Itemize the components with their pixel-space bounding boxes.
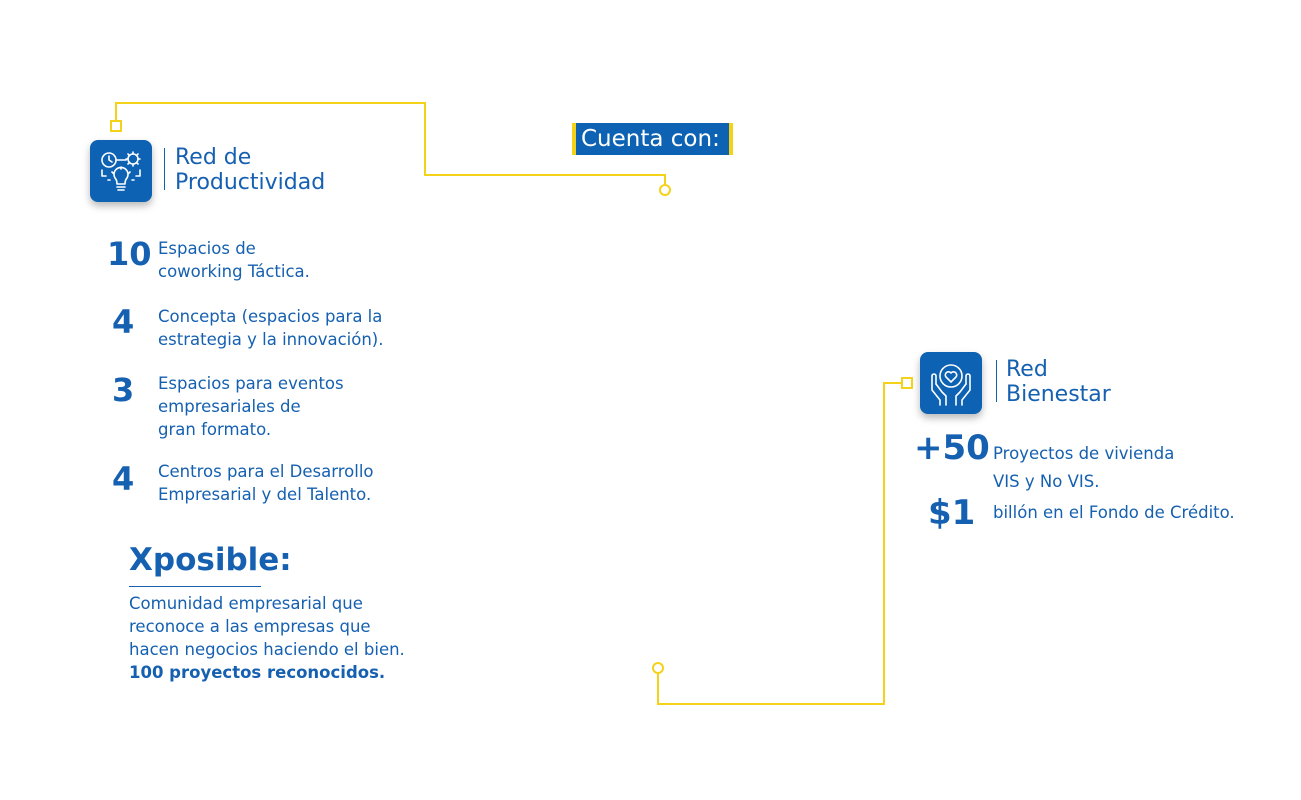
gear-lightbulb-icon (101, 151, 141, 191)
stat-description: Espacios para eventos empresariales de g… (158, 372, 344, 441)
stat-description: Centros para el Desarrollo Empresarial y… (158, 460, 374, 506)
xposible-highlight: 100 proyectos reconocidos. (129, 663, 386, 682)
stat-description: Espacios de coworking Táctica. (158, 237, 310, 283)
xposible-title: Xposible: (129, 542, 292, 578)
hands-heart-icon (931, 364, 971, 406)
bienestar-divider (996, 360, 997, 402)
xposible-description: Comunidad empresarial que reconoce a las… (129, 592, 405, 684)
bienestar-title: Red Bienestar (1006, 357, 1111, 407)
bienestar-title-line: Red (1006, 357, 1048, 382)
xposible-line: hacen negocios haciendo el bien. (129, 640, 405, 659)
productividad-title-line: Red de (175, 145, 252, 170)
bottom-connector-dot (652, 662, 664, 674)
productividad-divider (164, 148, 165, 190)
stat-value: 4 (112, 460, 135, 498)
stat-line: billón en el Fondo de Crédito. (993, 503, 1235, 522)
bottom-connector (657, 382, 901, 705)
stat-value: $1 (928, 493, 976, 533)
productividad-title-line: Productividad (175, 170, 326, 195)
stat-value: 4 (112, 303, 135, 341)
xposible-underline (129, 586, 261, 587)
bienestar-icon-tile (920, 352, 982, 414)
xposible-line: Comunidad empresarial que (129, 594, 363, 613)
stat-line: Espacios de (158, 239, 256, 258)
stat-line: Empresarial y del Talento. (158, 485, 372, 504)
stat-line: Espacios para eventos (158, 374, 344, 393)
cuenta-con-badge: Cuenta con: (572, 123, 733, 155)
bienestar-title-line: Bienestar (1006, 382, 1111, 407)
top-connector (115, 102, 666, 184)
stat-line: estrategia y la innovación). (158, 330, 384, 349)
stat-line: Proyectos de vivienda (993, 444, 1175, 463)
stat-line: Centros para el Desarrollo (158, 462, 374, 481)
productividad-icon-tile (90, 140, 152, 202)
bottom-connector-square (901, 377, 913, 389)
stat-value: 10 (107, 235, 152, 273)
stat-value: 3 (112, 371, 135, 409)
stat-description: Proyectos de vivienda VIS y No VIS. (993, 440, 1174, 496)
stat-line: gran formato. (158, 420, 272, 439)
stat-line: empresariales de (158, 397, 301, 416)
stat-value: +50 (914, 428, 990, 468)
productividad-title: Red de Productividad (175, 145, 325, 195)
top-connector-square (110, 120, 122, 132)
stat-description: billón en el Fondo de Crédito. (993, 501, 1235, 524)
stat-line: VIS y No VIS. (993, 472, 1100, 491)
top-connector-dot (659, 184, 671, 196)
stat-line: Concepta (espacios para la (158, 307, 383, 326)
stat-description: Concepta (espacios para la estrategia y … (158, 305, 383, 351)
stat-line: coworking Táctica. (158, 262, 310, 281)
xposible-line: reconoce a las empresas que (129, 617, 371, 636)
